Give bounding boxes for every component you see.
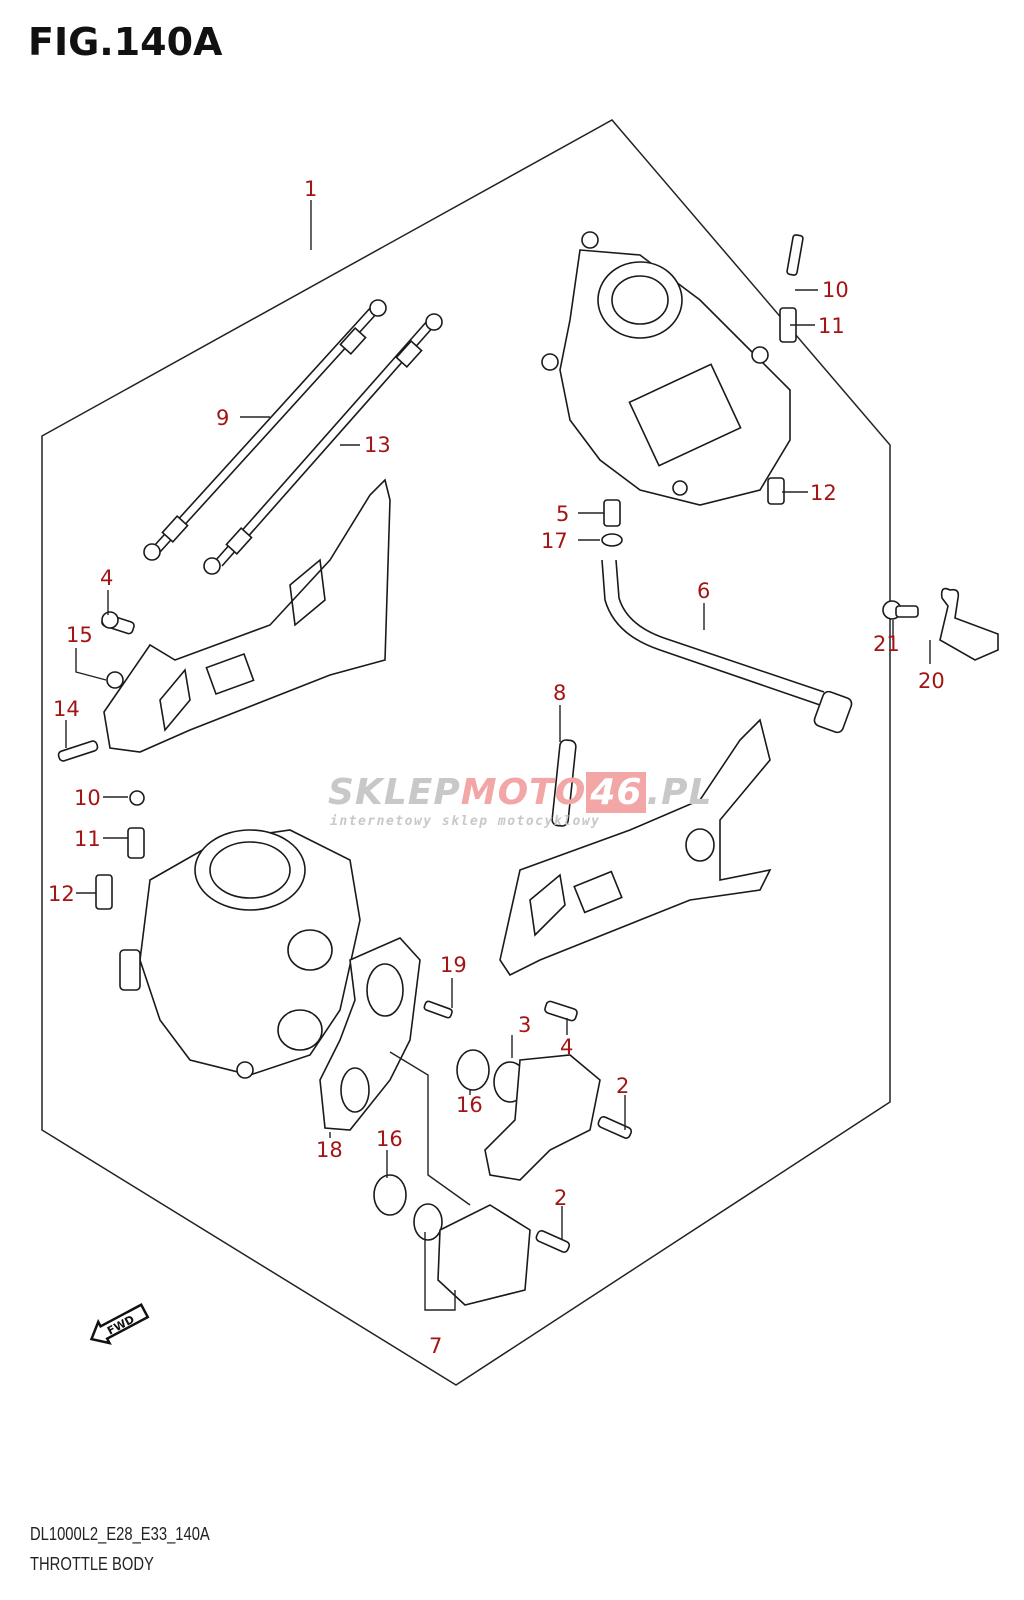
fwd-arrow-icon: FWD — [89, 1303, 150, 1345]
washer-17 — [601, 533, 623, 547]
callout-7: 7 — [429, 1334, 442, 1358]
sensor-7 — [437, 1204, 531, 1306]
callout-2: 2 — [554, 1186, 567, 1210]
callout-21: 21 — [873, 632, 900, 656]
clamp-16-upper — [456, 1049, 490, 1091]
screw-2-lower — [535, 1229, 571, 1253]
screw-10-top — [786, 234, 804, 276]
callout-9: 9 — [216, 406, 229, 430]
callout-20: 20 — [918, 669, 945, 693]
callout-4: 4 — [560, 1035, 573, 1059]
oring-7 — [413, 1203, 443, 1241]
spring-5 — [603, 499, 621, 527]
callout-13: 13 — [364, 433, 391, 457]
clamp-16-lower — [373, 1174, 407, 1216]
watermark-part1: SKLEP — [328, 772, 461, 813]
spring-12-bottom — [95, 874, 113, 910]
gasket-hole — [366, 963, 404, 1017]
callout-4: 4 — [100, 566, 113, 590]
leader-lines — [65, 200, 931, 1311]
callout-5: 5 — [556, 502, 569, 526]
callout-10: 10 — [822, 278, 849, 302]
spring-11-bottom — [127, 827, 145, 859]
screw-4-right — [544, 1000, 578, 1022]
callout-2: 2 — [616, 1074, 629, 1098]
gasket-18 — [319, 937, 421, 1131]
callout-1: 1 — [304, 177, 317, 201]
callout-14: 14 — [53, 697, 80, 721]
bracket-right — [499, 718, 772, 977]
figure-title: FIG.140A — [28, 20, 223, 64]
pipe-6 — [601, 559, 853, 734]
screw-10-bottom — [129, 790, 145, 806]
callout-3: 3 — [518, 1013, 531, 1037]
watermark-tagline: internetowy sklep motocyklowy — [330, 814, 601, 829]
throttle-body-top — [541, 231, 791, 506]
sensor-3 — [484, 1054, 601, 1181]
assembly-frame — [41, 119, 891, 1386]
callout-16: 16 — [376, 1127, 403, 1151]
screw-2-upper — [597, 1115, 633, 1139]
callout-10: 10 — [74, 786, 101, 810]
rod-9 — [143, 299, 387, 561]
spring-12-top — [767, 477, 785, 505]
callout-12: 12 — [810, 481, 837, 505]
figure-code: DL1000L2_E28_E33_140A — [30, 1524, 210, 1544]
callout-17: 17 — [541, 529, 568, 553]
clip-8 — [551, 739, 577, 827]
screw-4-left — [101, 611, 135, 635]
callout-16: 16 — [456, 1093, 483, 1117]
watermark-part4: .PL — [646, 772, 713, 813]
figure-name: THROTTLE BODY — [30, 1554, 154, 1574]
callout-6: 6 — [697, 579, 710, 603]
callout-11: 11 — [818, 314, 845, 338]
bracket-20 — [939, 587, 999, 661]
bracket-left — [103, 478, 391, 753]
throttle-body-bottom — [119, 829, 361, 1079]
screw-19 — [423, 1000, 453, 1019]
watermark-part2: MOTO — [460, 772, 587, 813]
watermark-part3: 46 — [586, 772, 647, 813]
callout-15: 15 — [66, 623, 93, 647]
callout-12: 12 — [48, 882, 75, 906]
bolt-21 — [882, 600, 919, 620]
stud-14 — [57, 740, 99, 762]
callout-11: 11 — [74, 827, 101, 851]
callout-8: 8 — [553, 681, 566, 705]
callout-19: 19 — [440, 953, 467, 977]
nut-15 — [106, 671, 124, 689]
callout-18: 18 — [316, 1138, 343, 1162]
gasket-hole — [340, 1067, 370, 1113]
rod-13 — [203, 313, 443, 575]
